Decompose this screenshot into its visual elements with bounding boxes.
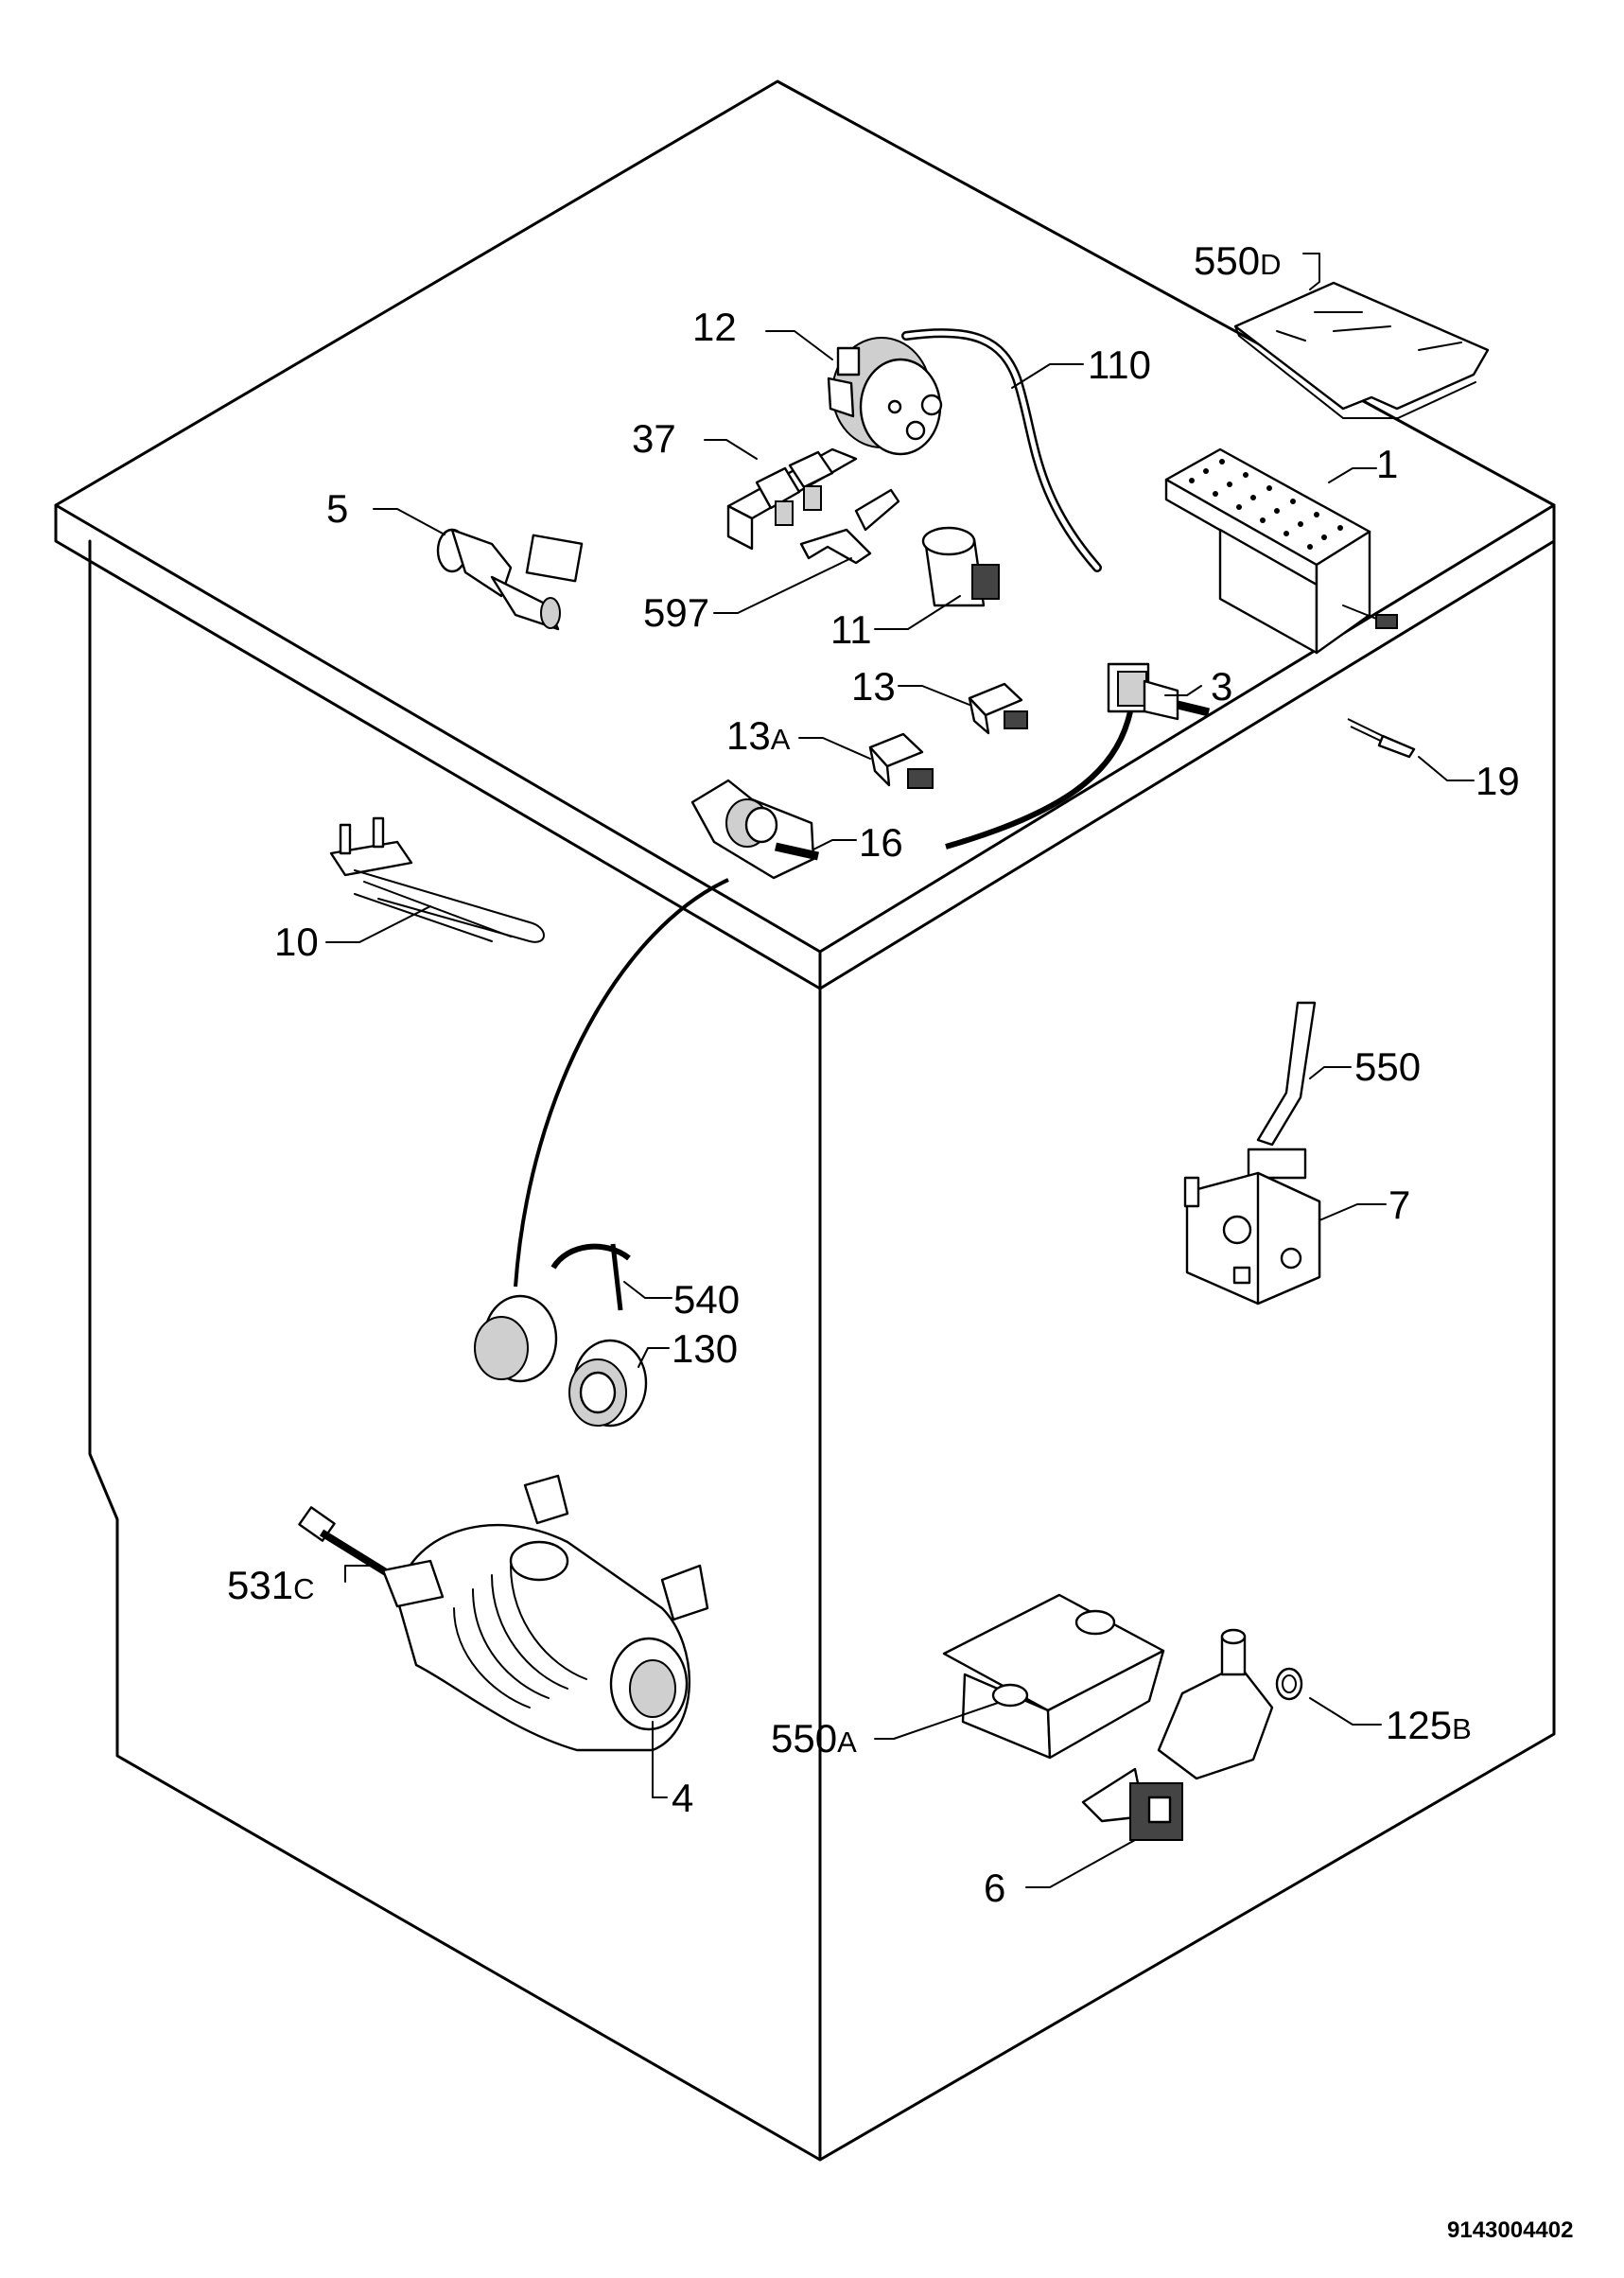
label-19: 19 [1476,759,1520,803]
part-550-hose [1256,1001,1317,1147]
part-13-connector [968,682,1028,735]
part-11-capacitor [921,526,1000,607]
label-597: 597 [643,590,709,635]
label-10: 10 [274,920,319,964]
part-130-bellows-ring [568,1339,648,1428]
label-13a: 13A [726,713,791,758]
part-13a-connector [868,732,934,789]
label-12: 12 [692,305,737,349]
part-125b-seal-ring [1275,1667,1303,1701]
part-597-clip [799,488,900,565]
label-7: 7 [1388,1183,1410,1227]
label-6: 6 [984,1866,1005,1910]
label-550: 550 [1354,1044,1421,1089]
label-3: 3 [1211,664,1232,709]
label-540: 540 [673,1277,740,1322]
part-10-heater-element [329,816,545,943]
cabinet-outline [54,79,1556,2162]
label-11: 11 [830,607,872,652]
label-1: 1 [1376,442,1398,486]
label-5: 5 [326,486,348,531]
leader-lines [325,253,1475,1888]
label-13: 13 [851,664,896,709]
part-550d-cover-plate [1233,281,1490,419]
part-7-level-switch [1183,1148,1321,1305]
part-6-drain-pump [1081,1628,1302,1841]
label-531c: 531C [227,1563,314,1607]
part-5-valve [436,528,584,631]
part-37-terminal-block [726,447,858,551]
label-130: 130 [672,1326,738,1371]
drawing-code: 9143004402 [1447,2217,1573,2243]
label-550d: 550D [1194,238,1281,283]
label-16: 16 [859,820,903,865]
label-550a: 550A [771,1716,857,1761]
label-125b: 125B [1386,1703,1472,1747]
part-531c-screw [298,1506,391,1576]
part-4-motor [381,1474,709,1752]
part-19-sensor [1347,718,1416,759]
part-grommet [474,1294,558,1383]
label-4: 4 [672,1776,693,1820]
part-540-clamp [550,1243,631,1311]
part-1-control-module [1164,447,1398,655]
label-37: 37 [632,416,676,461]
part-3-switch [945,662,1211,850]
part-550a-cover [942,1593,1165,1760]
labels: 550D 1 12 110 37 5 597 11 13 3 13A 19 16… [227,238,1573,2243]
part-16-door-lock [514,779,819,1288]
part-12-pressure-switch [827,337,943,456]
label-110: 110 [1088,342,1151,387]
